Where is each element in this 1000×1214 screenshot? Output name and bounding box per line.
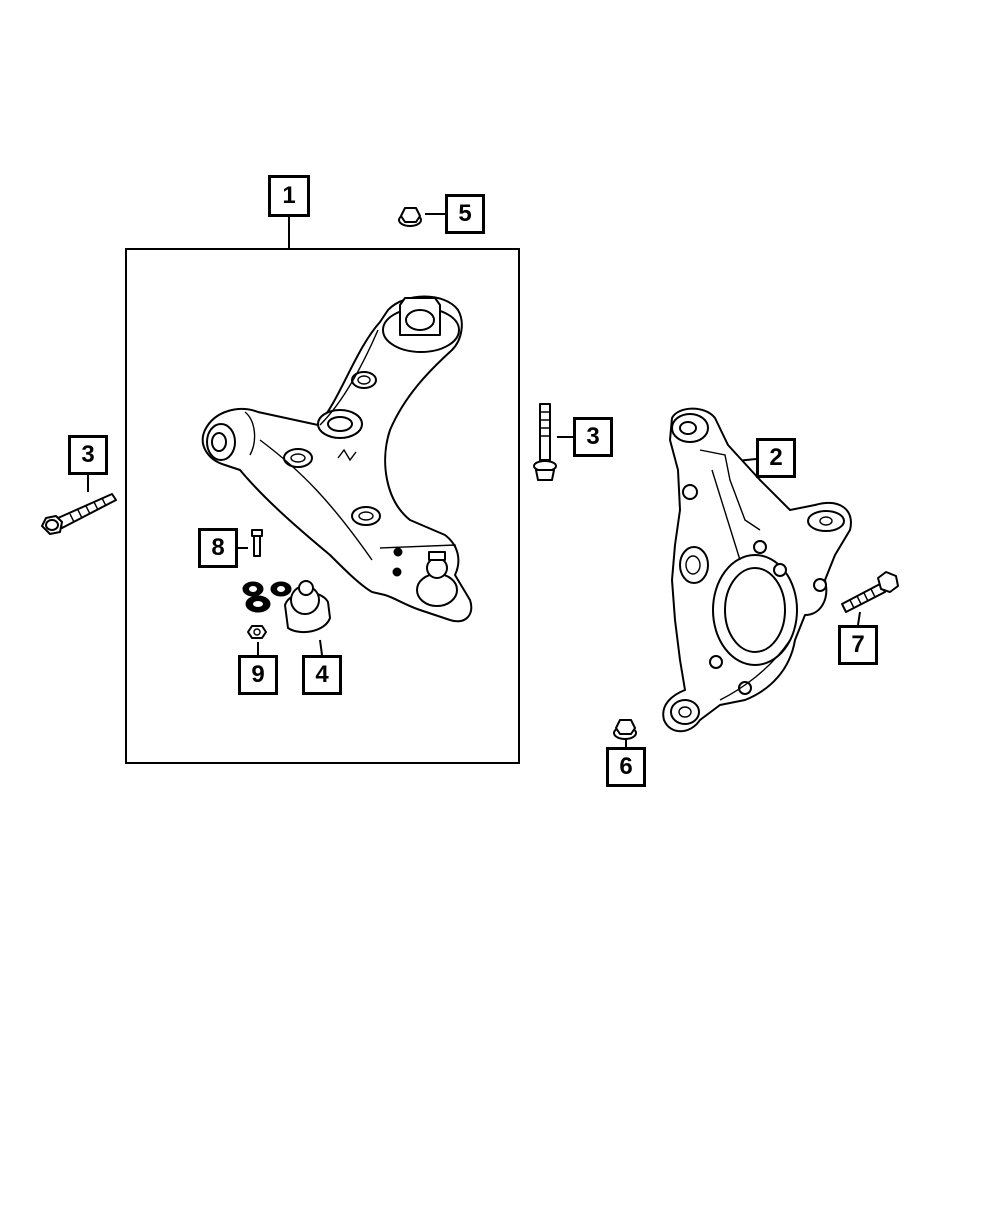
lower-control-arm: [201, 295, 473, 623]
callout-2: 2: [756, 438, 796, 478]
steering-knuckle: [662, 407, 852, 733]
small-nut: [247, 625, 267, 639]
flange-nut-top: [398, 207, 422, 227]
callout-8: 8: [198, 528, 238, 568]
bolt-left: [41, 493, 117, 535]
flange-nut-bottom: [613, 719, 637, 740]
assembly-frame: [125, 248, 520, 764]
callout-7: 7: [838, 625, 878, 665]
bolt-right: [841, 571, 899, 613]
ball-joint: [242, 580, 331, 634]
callout-6: 6: [606, 747, 646, 787]
callout-3-left: 3: [68, 435, 108, 475]
callout-4: 4: [302, 655, 342, 695]
callout-5: 5: [445, 194, 485, 234]
callout-1: 1: [268, 175, 310, 217]
bolt-center: [533, 403, 557, 481]
small-bolt: [251, 529, 263, 557]
callout-9: 9: [238, 655, 278, 695]
callout-3-center: 3: [573, 417, 613, 457]
